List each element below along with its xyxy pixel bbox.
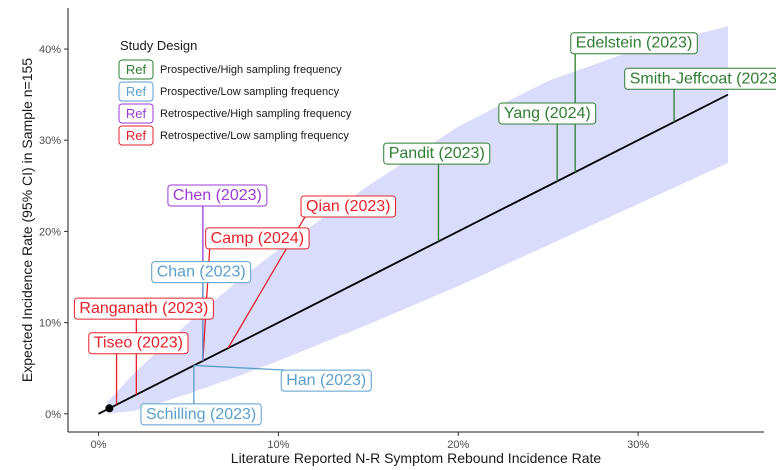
study-label: Tiseo (2023) bbox=[88, 332, 189, 355]
axes: 0% 10% 20% 30% 0% 10% 20% 30% 40% bbox=[39, 8, 764, 451]
points bbox=[105, 404, 114, 413]
y-tick-label: 0% bbox=[45, 409, 61, 421]
study-label-text: Han (2023) bbox=[286, 372, 366, 389]
x-axis-title: Literature Reported N-R Symptom Rebound … bbox=[231, 450, 602, 466]
study-label-text: Tiseo (2023) bbox=[94, 335, 183, 352]
study-label: Edelstein (2023) bbox=[570, 32, 698, 55]
study-label: Yang (2024) bbox=[498, 102, 597, 125]
study-label-box bbox=[280, 369, 372, 392]
legend-label: Retrospective/Low sampling frequency bbox=[160, 130, 349, 142]
study-label: Qian (2023) bbox=[300, 195, 396, 218]
study-label-text: Qian (2023) bbox=[306, 198, 391, 215]
study-label-box bbox=[167, 184, 268, 207]
y-tick-label: 30% bbox=[39, 135, 61, 147]
legend-key-text: Ref bbox=[126, 106, 147, 121]
study-label-text: Yang (2024) bbox=[504, 105, 591, 122]
study-label-text: Schilling (2023) bbox=[146, 406, 256, 423]
legend-entry: Ref Prospective/Low sampling frequency bbox=[118, 81, 340, 102]
legend-title: Study Design bbox=[120, 38, 197, 53]
study-label: Chen (2023) bbox=[167, 184, 268, 207]
study-label-text: Ranganath (2023) bbox=[79, 300, 208, 317]
y-tick-label: 10% bbox=[39, 318, 61, 330]
study-label: Smith-Jeffcoat (2023) bbox=[624, 67, 776, 90]
study-label-text: Camp (2024) bbox=[211, 230, 304, 247]
study-label-box bbox=[205, 227, 310, 250]
legend-key bbox=[118, 125, 154, 146]
study-label-box bbox=[383, 142, 491, 165]
legend-entry: Ref Retrospective/Low sampling frequency bbox=[118, 125, 349, 146]
study-label-box bbox=[151, 261, 252, 284]
study-label: Camp (2024) bbox=[205, 227, 310, 250]
study-label-box bbox=[498, 102, 597, 125]
identity-line-layer bbox=[98, 93, 729, 415]
study-label: Ranganath (2023) bbox=[73, 297, 214, 320]
legend-entry: Ref Retrospective/High sampling frequency bbox=[118, 103, 352, 124]
legend-key bbox=[118, 59, 154, 80]
study-labels: Edelstein (2023) Smith-Jeffcoat (2023) Yan… bbox=[73, 32, 776, 426]
study-label-box bbox=[300, 195, 396, 218]
x-tick-label: 0% bbox=[91, 439, 107, 451]
study-label-box bbox=[73, 297, 214, 320]
legend-key bbox=[118, 103, 154, 124]
legend-entry: Ref Prospective/High sampling frequency bbox=[118, 59, 342, 80]
study-label: Schilling (2023) bbox=[140, 403, 262, 426]
study-label-text: Chan (2023) bbox=[157, 264, 246, 281]
x-tick-label: 20% bbox=[447, 439, 469, 451]
study-label: Han (2023) bbox=[280, 369, 372, 392]
data-point bbox=[105, 404, 114, 413]
identity-line bbox=[98, 93, 729, 415]
legend-key-text: Ref bbox=[126, 84, 147, 99]
study-label-box bbox=[570, 32, 698, 55]
legend-label: Prospective/Low sampling frequency bbox=[160, 86, 340, 98]
study-label: Chan (2023) bbox=[151, 261, 252, 284]
study-label-text: Chen (2023) bbox=[173, 187, 262, 204]
legend-label: Prospective/High sampling frequency bbox=[160, 64, 342, 76]
study-label-text: Pandit (2023) bbox=[389, 145, 485, 162]
study-label-box bbox=[88, 332, 189, 355]
study-label-box bbox=[140, 403, 262, 426]
y-axis-title: Expected Incidence Rate (95% CI) in Samp… bbox=[19, 58, 35, 382]
study-label-text: Smith-Jeffcoat (2023) bbox=[630, 70, 776, 87]
legend-key-text: Ref bbox=[126, 62, 147, 77]
x-tick-label: 10% bbox=[267, 439, 289, 451]
x-tick-label: 30% bbox=[627, 439, 649, 451]
study-label-text: Edelstein (2023) bbox=[576, 35, 693, 52]
legend-key-text: Ref bbox=[126, 128, 147, 143]
y-tick-label: 40% bbox=[39, 44, 61, 56]
study-label: Pandit (2023) bbox=[383, 142, 491, 165]
legend-label: Retrospective/High sampling frequency bbox=[160, 108, 352, 120]
legend-key bbox=[118, 81, 154, 102]
study-label-box bbox=[624, 67, 776, 90]
study-leader-line bbox=[193, 364, 286, 371]
y-tick-label: 20% bbox=[39, 226, 61, 238]
